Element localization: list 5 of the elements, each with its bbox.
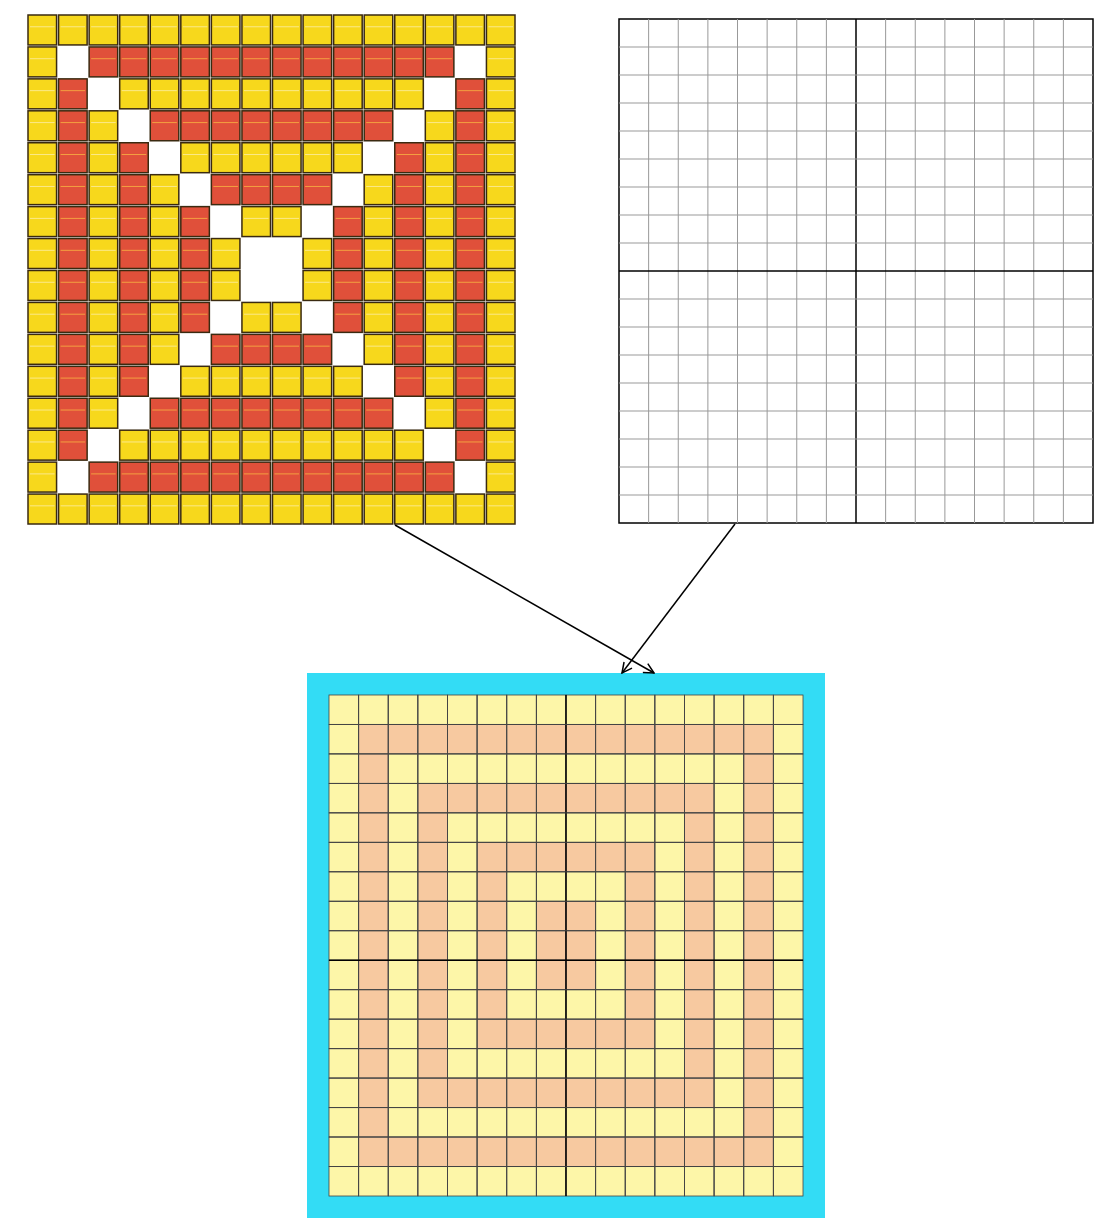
grid-drawing — [618, 18, 1094, 524]
quilt-pattern-drawing — [27, 14, 516, 525]
arrow — [621, 523, 736, 674]
quilt-grid-drawing — [307, 673, 825, 1218]
arrow — [394, 524, 655, 674]
